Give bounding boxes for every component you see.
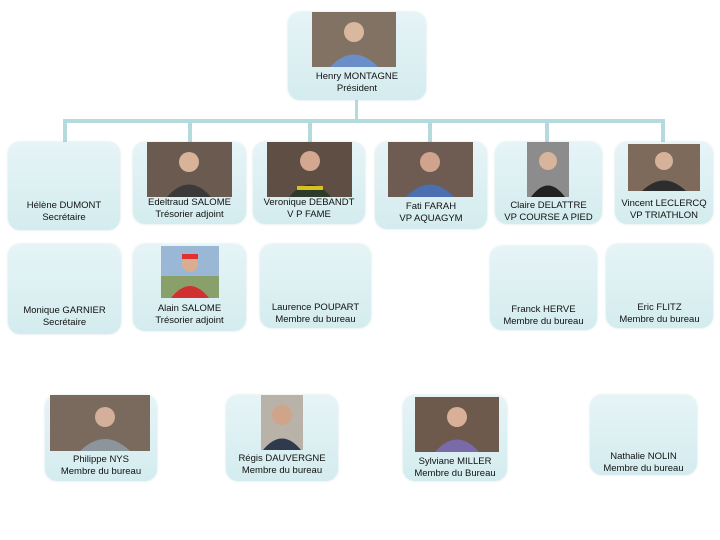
node-role: Membre du bureau <box>503 316 584 327</box>
person-photo-icon <box>312 12 396 67</box>
node-president: Henry MONTAGNE Président <box>288 12 426 100</box>
node-name: Alain SALOME <box>157 303 222 314</box>
node-row3-1: Philippe NYS Membre du bureau <box>45 395 157 481</box>
node-row3-3: Sylviane MILLER Membre du Bureau <box>403 395 507 481</box>
person-photo-icon <box>628 144 700 191</box>
node-role: Membre du bureau <box>60 466 142 477</box>
node-role: Membre du bureau <box>275 314 356 325</box>
node-name: Sylviane MILLER <box>418 456 492 467</box>
person-photo-icon <box>50 395 150 451</box>
photo-row1-6 <box>628 144 700 191</box>
connector-vertical-president <box>355 100 358 120</box>
person-photo-icon <box>267 142 352 197</box>
node-role: V P FAME <box>287 209 331 220</box>
node-role: VP COURSE A PIED <box>504 212 593 223</box>
node-name: Monique GARNIER <box>23 305 106 316</box>
photo-row1-3 <box>267 142 352 197</box>
node-name: Hélène DUMONT <box>26 200 102 211</box>
president-role: Président <box>336 83 378 94</box>
node-row1-1: Hélène DUMONT Secrétaire <box>8 142 120 230</box>
node-role: Secrétaire <box>42 317 87 328</box>
node-role: VP AQUAGYM <box>399 213 463 224</box>
node-role: Membre du bureau <box>603 463 684 474</box>
connector-drop-5 <box>545 119 549 143</box>
node-role: Trésorier adjoint <box>155 315 224 326</box>
node-role: Membre du bureau <box>619 314 700 325</box>
node-name: Fati FARAH <box>405 201 457 212</box>
node-name: Philippe NYS <box>73 454 129 465</box>
connector-drop-3 <box>308 119 312 143</box>
node-name: Veronique DEBANDT <box>263 197 355 208</box>
node-role: Secrétaire <box>42 212 86 223</box>
node-row2-5: Eric FLITZ Membre du bureau <box>606 244 713 328</box>
node-name: Edeltraud SALOME <box>148 197 231 208</box>
node-row1-3: Veronique DEBANDT V P FAME <box>253 142 365 224</box>
node-role: VP TRIATHLON <box>629 210 699 221</box>
node-name: Vincent LECLERCQ <box>621 198 707 209</box>
node-row2-4: Franck HERVE Membre du bureau <box>490 246 597 330</box>
node-name: Claire DELATTRE <box>510 200 587 211</box>
node-name: Régis DAUVERGNE <box>238 453 326 464</box>
node-name: Nathalie NOLIN <box>610 451 677 462</box>
connector-horizontal-bar <box>63 119 665 123</box>
connector-drop-1 <box>63 119 67 143</box>
node-row2-2: Alain SALOME Trésorier adjoint <box>133 244 246 331</box>
node-row2-3: Laurence POUPART Membre du bureau <box>260 244 371 328</box>
photo-president <box>312 12 396 67</box>
person-photo-icon <box>388 142 473 197</box>
node-row1-6: Vincent LECLERCQ VP TRIATHLON <box>615 142 713 224</box>
person-photo-icon <box>261 395 303 450</box>
node-row1-5: Claire DELATTRE VP COURSE A PIED <box>495 142 602 224</box>
connector-drop-2 <box>188 119 192 143</box>
node-role: Membre du bureau <box>241 465 323 476</box>
photo-row3-3 <box>415 397 499 452</box>
photo-row1-4 <box>388 142 473 197</box>
node-name: Laurence POUPART <box>271 302 360 313</box>
node-row3-2: Régis DAUVERGNE Membre du bureau <box>226 395 338 481</box>
node-role: Membre du Bureau <box>414 468 496 479</box>
connector-drop-4 <box>428 119 432 143</box>
photo-row3-2 <box>261 395 303 450</box>
person-photo-icon <box>161 246 219 298</box>
president-name: Henry MONTAGNE <box>315 71 399 82</box>
person-photo-icon <box>147 142 232 197</box>
photo-row1-2 <box>147 142 232 197</box>
node-name: Eric FLITZ <box>637 302 682 313</box>
photo-row1-5 <box>527 142 569 197</box>
node-name: Franck HERVE <box>511 304 576 315</box>
person-photo-icon <box>527 142 569 197</box>
photo-row3-1 <box>50 395 150 451</box>
connector-drop-6 <box>661 119 665 143</box>
node-role: Trésorier adjoint <box>155 209 224 220</box>
node-row3-4: Nathalie NOLIN Membre du bureau <box>590 395 697 475</box>
photo-row2-2 <box>161 246 219 298</box>
node-row1-2: Edeltraud SALOME Trésorier adjoint <box>133 142 246 224</box>
node-row2-1: Monique GARNIER Secrétaire <box>8 244 121 334</box>
person-photo-icon <box>415 397 499 452</box>
node-row1-4: Fati FARAH VP AQUAGYM <box>375 142 487 229</box>
